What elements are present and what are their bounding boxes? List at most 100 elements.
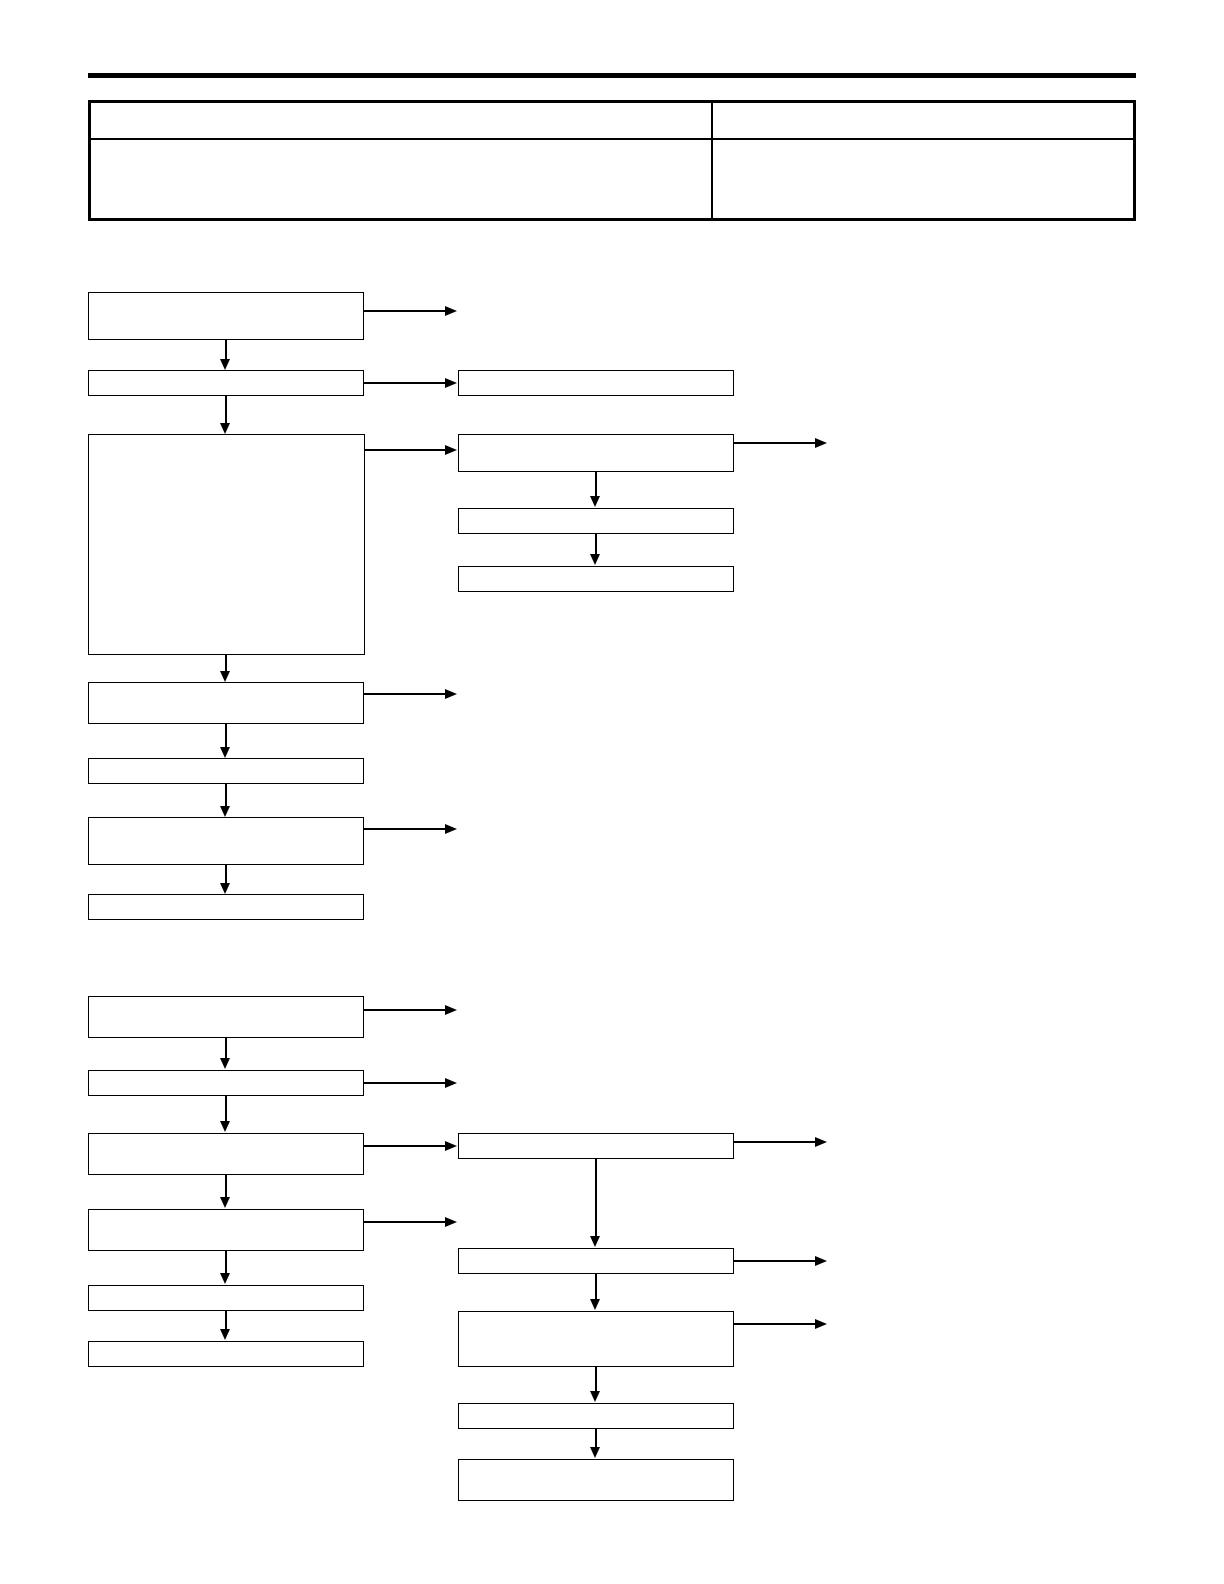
open-arrowhead-c1 <box>815 1137 827 1147</box>
arrowhead-c4-c5 <box>590 1447 600 1458</box>
connector-t4-t5 <box>225 724 227 748</box>
arrowhead-c3-c4 <box>590 1391 600 1402</box>
arrowhead-t5-t6 <box>220 806 230 817</box>
connector-b3-b4 <box>225 1175 227 1198</box>
open-arrowhead-c3 <box>815 1319 827 1329</box>
arrowhead-t4-t5 <box>220 747 230 758</box>
flow-box-b6[interactable] <box>88 1341 364 1367</box>
connector-c2-c3 <box>595 1274 597 1300</box>
flow-box-r4[interactable] <box>458 566 734 592</box>
flow-box-t3[interactable] <box>88 434 365 655</box>
connector-t5-t6 <box>225 784 227 806</box>
flow-box-c3-label <box>464 1343 728 1366</box>
open-arrowhead-b4 <box>445 1217 457 1227</box>
arrowhead-b2-b3 <box>220 1121 230 1132</box>
open-connector-r2 <box>734 442 816 444</box>
flow-box-t6[interactable] <box>88 817 364 865</box>
arrowhead-t2-t3 <box>220 423 230 434</box>
header-cell-r1c1 <box>91 103 711 138</box>
flow-box-t7[interactable] <box>88 894 364 920</box>
flow-box-b4-label <box>94 1241 358 1250</box>
connector-t2-t3 <box>225 396 227 424</box>
connector-b4-b5 <box>225 1251 227 1274</box>
arrowhead-c1-c2 <box>590 1236 600 1247</box>
arrowhead-t6-t7 <box>220 883 230 894</box>
open-arrowhead-t6 <box>445 824 457 834</box>
connector-b3-c1 <box>364 1145 446 1147</box>
header-rule <box>88 73 1136 78</box>
flow-box-t3-label <box>94 466 359 654</box>
connector-b2-b3 <box>225 1096 227 1122</box>
connector-c4-c5 <box>595 1429 597 1448</box>
arrowhead-t1-t2 <box>220 359 230 370</box>
connector-t6-t7 <box>225 865 227 883</box>
flow-box-t6-label <box>94 849 358 864</box>
header-table <box>88 100 1136 221</box>
flow-box-b3-label <box>94 1165 358 1174</box>
open-connector-b1 <box>364 1009 446 1011</box>
open-arrowhead-t1 <box>445 306 457 316</box>
flow-box-t1[interactable] <box>88 292 364 340</box>
open-connector-t1 <box>364 310 446 312</box>
connector-r2-r3 <box>595 472 597 497</box>
connector-b5-b6 <box>225 1311 227 1330</box>
flow-box-t4-label <box>94 714 358 723</box>
flow-box-t4[interactable] <box>88 682 364 724</box>
connector-c3-c4 <box>595 1367 597 1392</box>
open-connector-t4 <box>364 693 446 695</box>
open-arrowhead-t4 <box>445 689 457 699</box>
flow-box-b1[interactable] <box>88 996 364 1038</box>
flow-box-c1[interactable] <box>458 1133 734 1159</box>
connector-t3-r2 <box>365 449 446 451</box>
open-connector-c1 <box>734 1141 816 1143</box>
open-connector-b4 <box>364 1221 446 1223</box>
flow-box-t2[interactable] <box>88 370 364 396</box>
flow-box-b3[interactable] <box>88 1133 364 1175</box>
header-table-column-divider <box>711 103 713 218</box>
flow-box-r2[interactable] <box>458 434 734 472</box>
arrowhead-t2-r1 <box>445 378 457 388</box>
flow-box-b1-label <box>94 1028 358 1037</box>
connector-t2-r1 <box>364 382 446 384</box>
flow-box-r3[interactable] <box>458 508 734 534</box>
arrowhead-b4-b5 <box>220 1273 230 1284</box>
flow-box-c3[interactable] <box>458 1311 734 1367</box>
flow-box-t5[interactable] <box>88 758 364 784</box>
open-arrowhead-c2 <box>815 1256 827 1266</box>
flow-box-b4[interactable] <box>88 1209 364 1251</box>
connector-b1-b2 <box>225 1038 227 1059</box>
connector-c1-c2 <box>595 1159 597 1237</box>
header-cell-r2c2 <box>713 140 1133 218</box>
flow-box-b5[interactable] <box>88 1285 364 1311</box>
arrowhead-r2-r3 <box>590 496 600 507</box>
flow-box-b2[interactable] <box>88 1070 364 1096</box>
arrowhead-b5-b6 <box>220 1329 230 1340</box>
header-table-row-divider <box>91 138 1133 140</box>
open-arrowhead-b1 <box>445 1005 457 1015</box>
flow-box-c5[interactable] <box>458 1459 734 1501</box>
connector-r3-r4 <box>595 534 597 554</box>
header-cell-r2c1-text <box>97 175 705 218</box>
open-arrowhead-b2 <box>445 1078 457 1088</box>
header-cell-r1c2 <box>713 103 1133 138</box>
arrowhead-b3-b4 <box>220 1197 230 1208</box>
flow-box-c5-label <box>464 1491 728 1500</box>
connector-t1-t2 <box>225 340 227 362</box>
arrowhead-r3-r4 <box>590 554 600 565</box>
header-cell-r2c1 <box>91 140 711 218</box>
arrowhead-b1-b2 <box>220 1058 230 1069</box>
open-arrowhead-r2 <box>815 438 827 448</box>
open-connector-c3 <box>734 1323 816 1325</box>
flow-box-r1[interactable] <box>458 370 734 396</box>
arrowhead-t3-t4 <box>220 671 230 682</box>
arrowhead-b3-c1 <box>445 1141 457 1151</box>
open-connector-t6 <box>364 828 446 830</box>
arrowhead-c2-c3 <box>590 1299 600 1310</box>
flow-box-c4[interactable] <box>458 1403 734 1429</box>
header-cell-r2c2-text <box>719 175 1127 218</box>
open-connector-b2 <box>364 1082 446 1084</box>
open-connector-c2 <box>734 1260 816 1262</box>
flow-box-t1-label <box>94 324 358 339</box>
flow-box-c2[interactable] <box>458 1248 734 1274</box>
